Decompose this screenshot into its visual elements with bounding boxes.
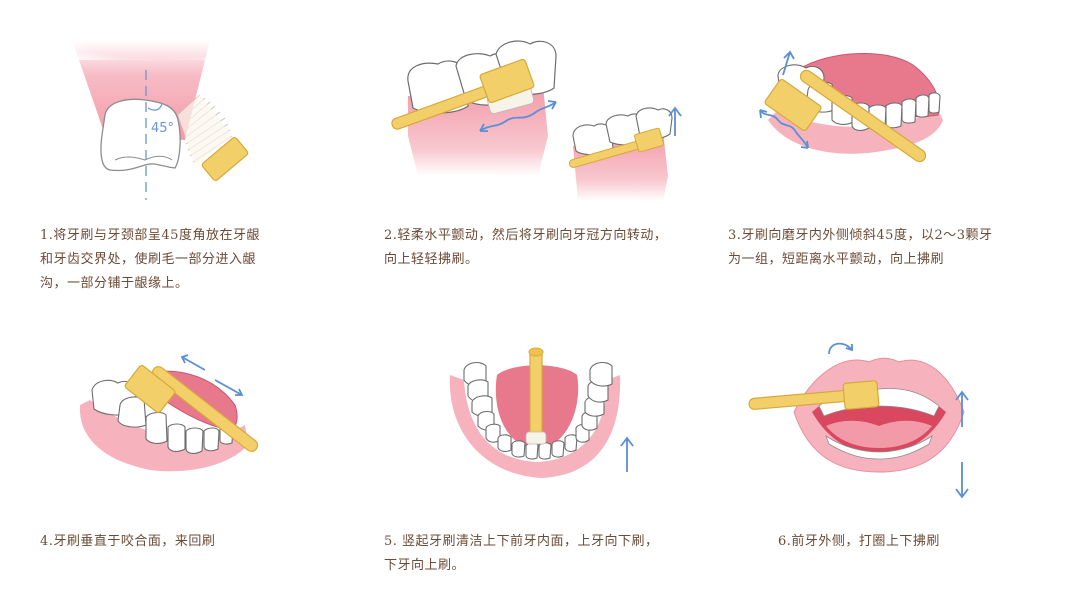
step-6-illustration	[744, 332, 994, 507]
step-5-illustration	[442, 347, 652, 490]
caption-line: 沟，一部分铺于龈缘上。	[40, 276, 189, 291]
gum-outer	[449, 375, 621, 478]
caption-line: 向上轻轻拂刷。	[384, 252, 479, 267]
up-arrow-icon	[620, 436, 634, 472]
step-2-panel: 2.轻柔水平颤动，然后将牙刷向牙冠方向转动， 向上轻轻拂刷。	[360, 0, 720, 300]
caption-line: 3.牙刷向磨牙内外侧倾斜45度，以2～3颗牙	[728, 228, 993, 243]
step-5-caption: 5. 竖起牙刷清洁上下前牙内面，上牙向下刷， 下牙向上刷。	[384, 530, 714, 578]
caption-line: 4.牙刷垂直于咬合面，来回刷	[40, 534, 216, 549]
toothbrush	[764, 69, 927, 163]
back-arrow-icon	[180, 354, 206, 371]
caption-line: 5. 竖起牙刷清洁上下前牙内面，上牙向下刷，	[384, 534, 659, 549]
step-6-caption: 6.前牙外侧，打圈上下拂刷	[778, 530, 1068, 554]
tooth-crown	[100, 98, 181, 172]
caption-line: 2.轻柔水平颤动，然后将牙刷向牙冠方向转动，	[384, 228, 668, 243]
toothbrush-vertical	[525, 347, 547, 445]
lower-teeth	[825, 434, 933, 460]
up-arrow-icon	[668, 106, 682, 136]
forth-arrow-icon	[214, 379, 244, 396]
step-1-panel: 45° 1.将牙刷与牙颈部呈45度角放在牙龈 和牙齿交界处，使刷毛一部分进入龈 …	[0, 0, 360, 300]
toothbrush-small	[568, 127, 665, 168]
step-4-panel: 4.牙刷垂直于咬合面，来回刷	[0, 320, 360, 606]
step-3-illustration	[748, 40, 978, 200]
step-1-illustration: 45°	[60, 20, 260, 210]
caption-line: 下牙向上刷。	[384, 558, 466, 573]
lower-teeth	[91, 379, 234, 454]
step-6-panel: 6.前牙外侧，打圈上下拂刷	[720, 320, 1080, 606]
angle-label: 45°	[151, 121, 174, 136]
step-3-panel: 3.牙刷向磨牙内外侧倾斜45度，以2～3颗牙 为一组，短距离水平颤动，向上拂刷	[720, 0, 1080, 300]
up-arrow-icon	[782, 50, 795, 76]
step-2-illustration	[378, 36, 698, 206]
step-4-caption: 4.牙刷垂直于咬合面，来回刷	[40, 530, 340, 554]
circular-arrow-icon	[828, 342, 853, 355]
caption-line: 1.将牙刷与牙颈部呈45度角放在牙龈	[40, 228, 260, 243]
step-3-caption: 3.牙刷向磨牙内外侧倾斜45度，以2～3颗牙 为一组，短距离水平颤动，向上拂刷	[728, 224, 1068, 272]
tongue	[826, 420, 932, 448]
step-1-caption: 1.将牙刷与牙颈部呈45度角放在牙龈 和牙齿交界处，使刷毛一部分进入龈 沟，一部…	[40, 224, 340, 296]
wavy-arrow-icon	[759, 109, 809, 149]
horizontal-arrow-icon	[479, 101, 557, 132]
caption-line: 为一组，短距离水平颤动，向上拂刷	[728, 252, 945, 267]
toothbrush-horizontal	[748, 380, 880, 410]
up-arrow-icon	[955, 390, 969, 427]
lower-arch-teeth	[463, 361, 613, 460]
caption-line: 6.前牙外侧，打圈上下拂刷	[778, 534, 940, 549]
caption-line: 和牙齿交界处，使刷毛一部分进入龈	[40, 252, 257, 267]
toothbrush-large	[391, 58, 535, 130]
brush-handle-end	[201, 137, 249, 181]
step-4-illustration	[70, 345, 280, 485]
step-2-caption: 2.轻柔水平颤动，然后将牙刷向牙冠方向转动， 向上轻轻拂刷。	[384, 224, 714, 272]
down-arrow-icon	[955, 462, 969, 499]
step-5-panel: 5. 竖起牙刷清洁上下前牙内面，上牙向下刷， 下牙向上刷。	[360, 320, 720, 606]
toothbrush	[124, 365, 259, 452]
